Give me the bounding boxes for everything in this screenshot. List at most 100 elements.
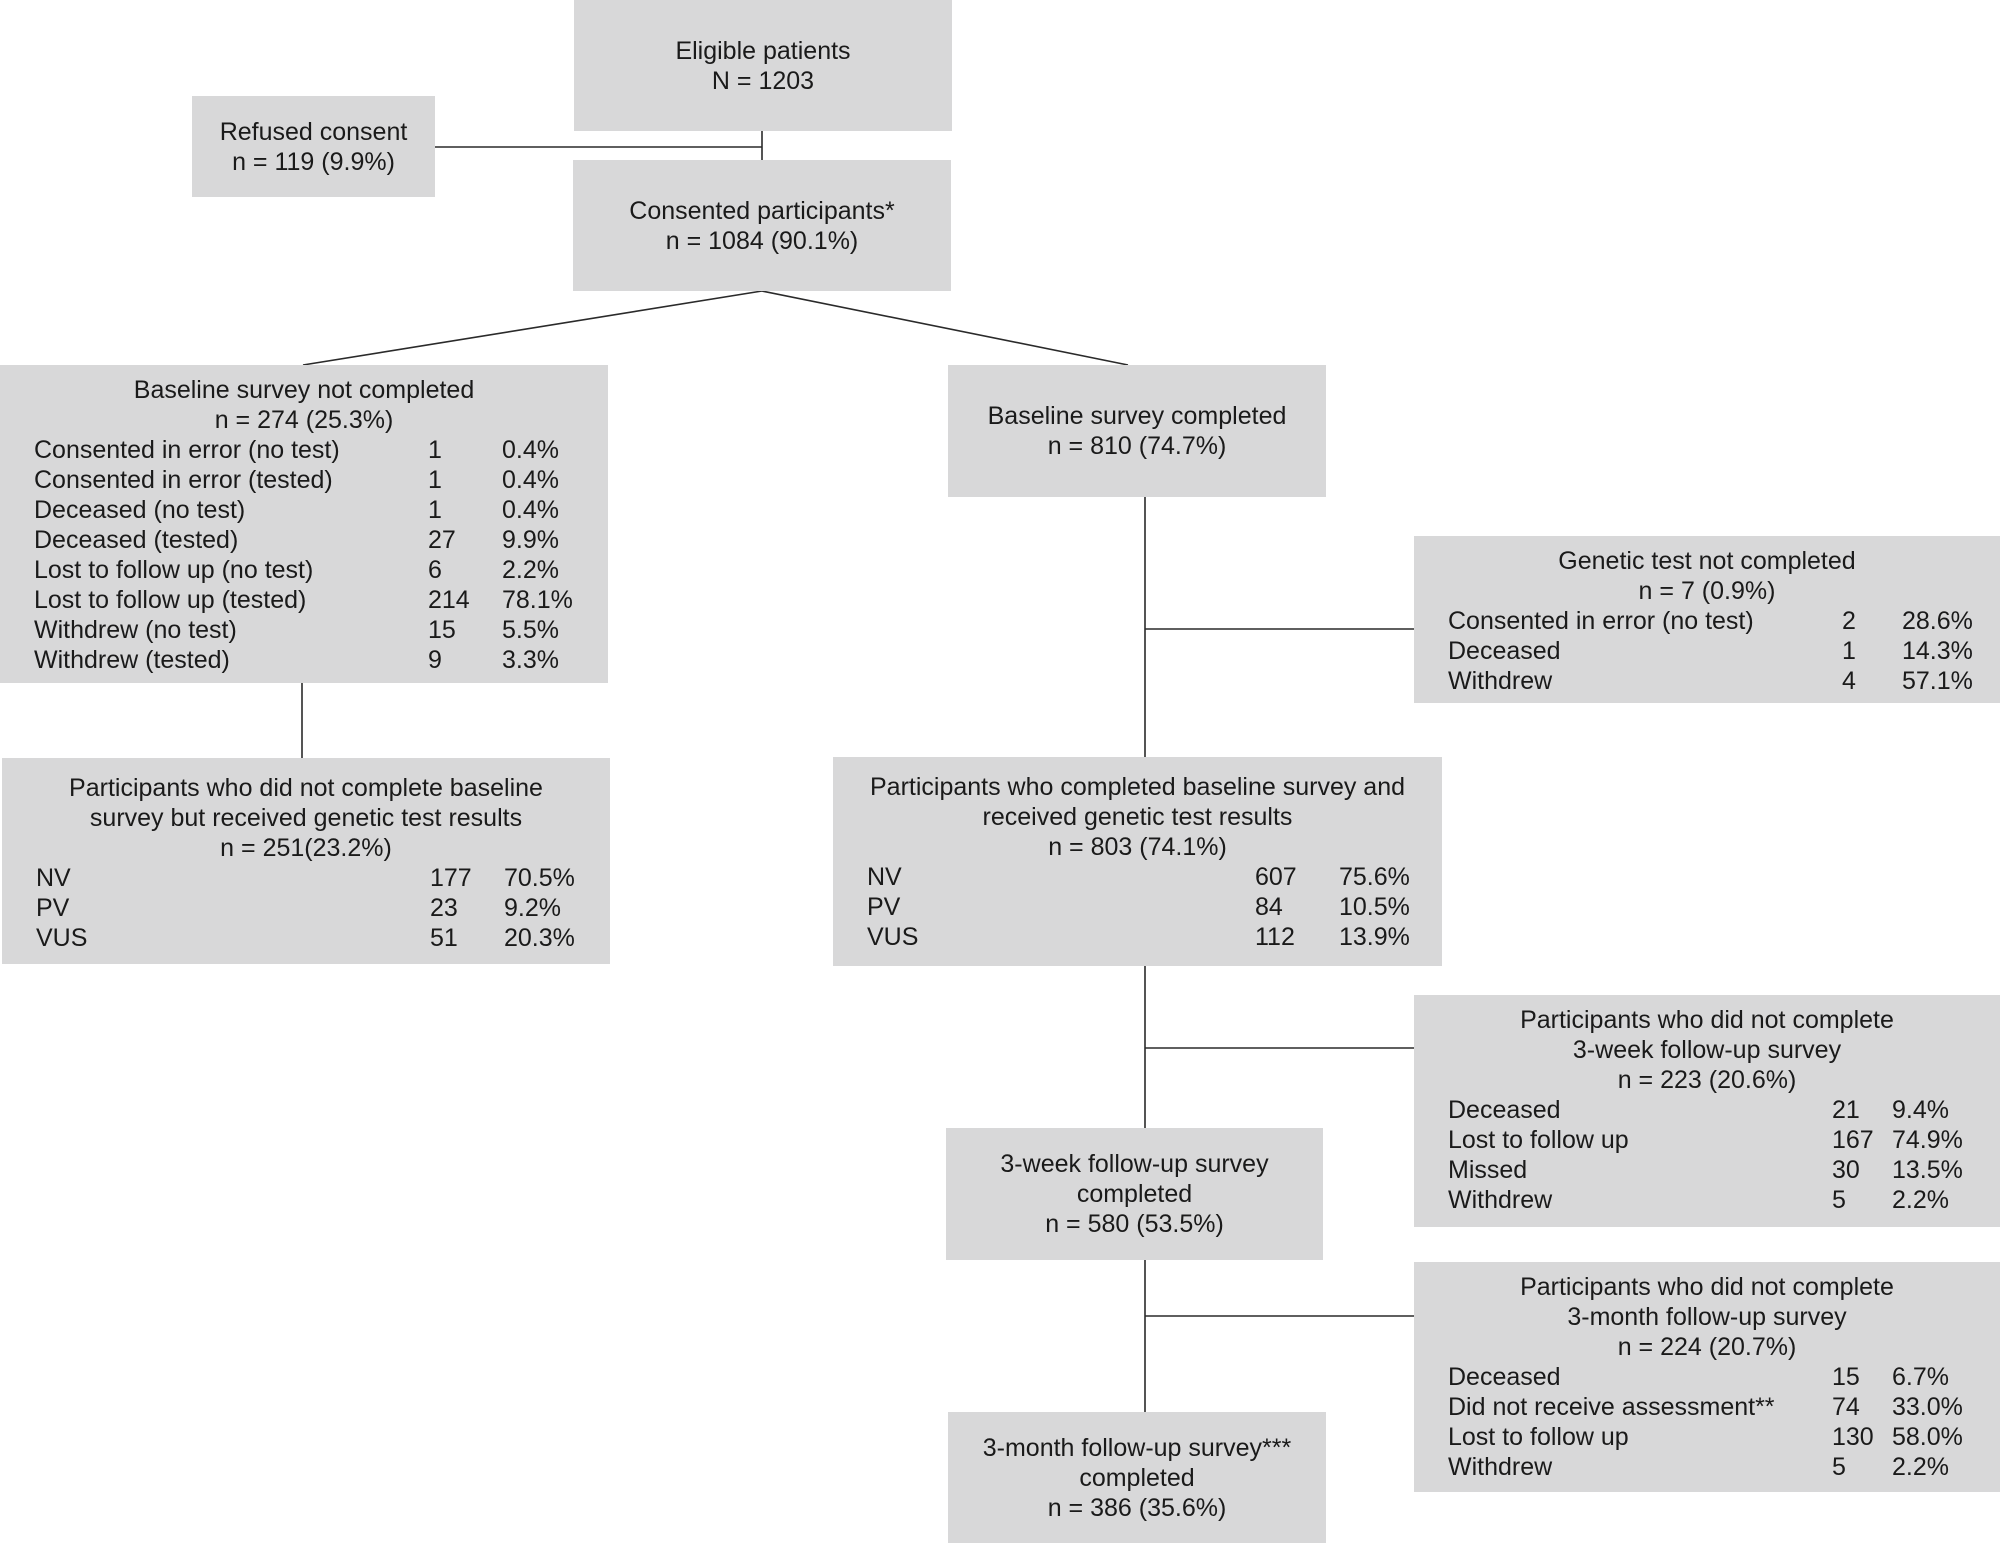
row-percent: 13.9% (1339, 923, 1410, 951)
row-percent: 9.4% (1892, 1096, 1949, 1124)
no-baseline-with-results-title-line1: Participants who did not complete baseli… (69, 774, 543, 802)
no-baseline-with-results-box: Participants who did not complete baseli… (2, 758, 610, 964)
table-row: Deceased 21 9.4% (1448, 1095, 2000, 1125)
table-row: Lost to follow up (tested) 214 78.1% (34, 585, 608, 615)
week3-not-completed-title-line2: 3-week follow-up survey (1572, 1036, 1842, 1064)
baseline-with-results-title-line1: Participants who completed baseline surv… (869, 773, 1406, 801)
row-count: 27 (428, 526, 456, 554)
row-label: Deceased (tested) (34, 526, 239, 554)
row-count: 30 (1832, 1156, 1860, 1184)
baseline-not-completed-rows: Consented in error (no test) 1 0.4%Consent… (34, 435, 608, 675)
month3-completed-title-line1: 3-month follow-up survey*** (982, 1433, 1292, 1462)
genetic-test-not-completed-count: n = 7 (0.9%) (1638, 577, 1776, 605)
baseline-completed-title: Baseline survey completed (987, 402, 1287, 430)
row-count: 2 (1842, 607, 1856, 635)
row-percent: 3.3% (502, 646, 559, 674)
row-label: Missed (1448, 1156, 1528, 1184)
row-count: 167 (1832, 1126, 1874, 1154)
row-label: NV (867, 863, 902, 891)
table-row: Deceased (tested) 27 9.9% (34, 525, 608, 555)
row-label: Lost to follow up (no test) (34, 556, 314, 584)
row-label: Withdrew (1448, 1453, 1553, 1481)
week3-completed-box: 3-week follow-up survey completed n = 58… (946, 1128, 1323, 1260)
week3-completed-count: n = 580 (53.5%) (1045, 1210, 1224, 1238)
row-label: VUS (867, 923, 919, 951)
row-percent: 78.1% (502, 586, 573, 614)
consented-participants-title: Consented participants* (629, 196, 895, 225)
row-count: 1 (428, 496, 442, 524)
month3-completed-title-line2: completed (1079, 1463, 1195, 1492)
row-label: PV (867, 893, 901, 921)
row-label: Deceased (1448, 637, 1561, 665)
row-count: 9 (428, 646, 442, 674)
consented-participants-box: Consented participants* n = 1084 (90.1%) (573, 160, 951, 291)
row-count: 74 (1832, 1393, 1860, 1421)
row-percent: 0.4% (502, 436, 559, 464)
week3-not-completed-title-line1: Participants who did not complete (1520, 1006, 1894, 1034)
row-percent: 9.9% (502, 526, 559, 554)
row-count: 214 (428, 586, 470, 614)
row-percent: 2.2% (1892, 1453, 1949, 1481)
baseline-not-completed-count: n = 274 (25.3%) (214, 406, 394, 434)
row-percent: 33.0% (1892, 1393, 1963, 1421)
row-label: Consented in error (no test) (34, 436, 340, 464)
row-percent: 0.4% (502, 496, 559, 524)
row-percent: 74.9% (1892, 1126, 1963, 1154)
table-row: Withdrew 5 2.2% (1448, 1185, 2000, 1215)
row-count: 130 (1832, 1423, 1874, 1451)
baseline-not-completed-title: Baseline survey not completed (133, 376, 475, 404)
row-count: 15 (1832, 1363, 1860, 1391)
week3-not-completed-count: n = 223 (20.6%) (1617, 1066, 1797, 1094)
row-percent: 75.6% (1339, 863, 1410, 891)
row-percent: 70.5% (504, 864, 575, 892)
refused-consent-box: Refused consent n = 119 (9.9%) (192, 96, 435, 197)
baseline-with-results-count: n = 803 (74.1%) (1048, 833, 1227, 861)
row-percent: 14.3% (1902, 637, 1973, 665)
row-count: 5 (1832, 1186, 1846, 1214)
row-percent: 2.2% (1892, 1186, 1949, 1214)
no-baseline-with-results-count: n = 251(23.2%) (220, 834, 392, 862)
row-label: Deceased (1448, 1096, 1561, 1124)
no-baseline-with-results-title-line2: survey but received genetic test results (89, 804, 523, 832)
connector-consented-left (302, 290, 763, 366)
month3-not-completed-title-line2: 3-month follow-up survey (1567, 1303, 1847, 1331)
row-count: 1 (1842, 637, 1856, 665)
table-row: Deceased 15 6.7% (1448, 1362, 2000, 1392)
row-label: Deceased (no test) (34, 496, 246, 524)
row-percent: 20.3% (504, 924, 575, 952)
row-count: 21 (1832, 1096, 1860, 1124)
row-label: VUS (36, 924, 88, 952)
row-label: Deceased (1448, 1363, 1561, 1391)
refused-consent-count: n = 119 (9.9%) (232, 147, 395, 176)
baseline-completed-count: n = 810 (74.7%) (1047, 432, 1227, 460)
month3-not-completed-box: Participants who did not complete 3-mont… (1414, 1262, 2000, 1492)
row-percent: 2.2% (502, 556, 559, 584)
week3-not-completed-box: Participants who did not complete 3-week… (1414, 995, 2000, 1227)
baseline-not-completed-box: Baseline survey not completed n = 274 (2… (0, 365, 608, 683)
row-label: Withdrew (1448, 1186, 1553, 1214)
genetic-test-not-completed-title: Genetic test not completed (1558, 547, 1856, 575)
connector-consented-right (761, 290, 1129, 366)
row-count: 1 (428, 436, 442, 464)
row-percent: 6.7% (1892, 1363, 1949, 1391)
row-percent: 57.1% (1902, 667, 1973, 695)
row-count: 15 (428, 616, 456, 644)
row-label: Lost to follow up (tested) (34, 586, 307, 614)
row-percent: 58.0% (1892, 1423, 1963, 1451)
